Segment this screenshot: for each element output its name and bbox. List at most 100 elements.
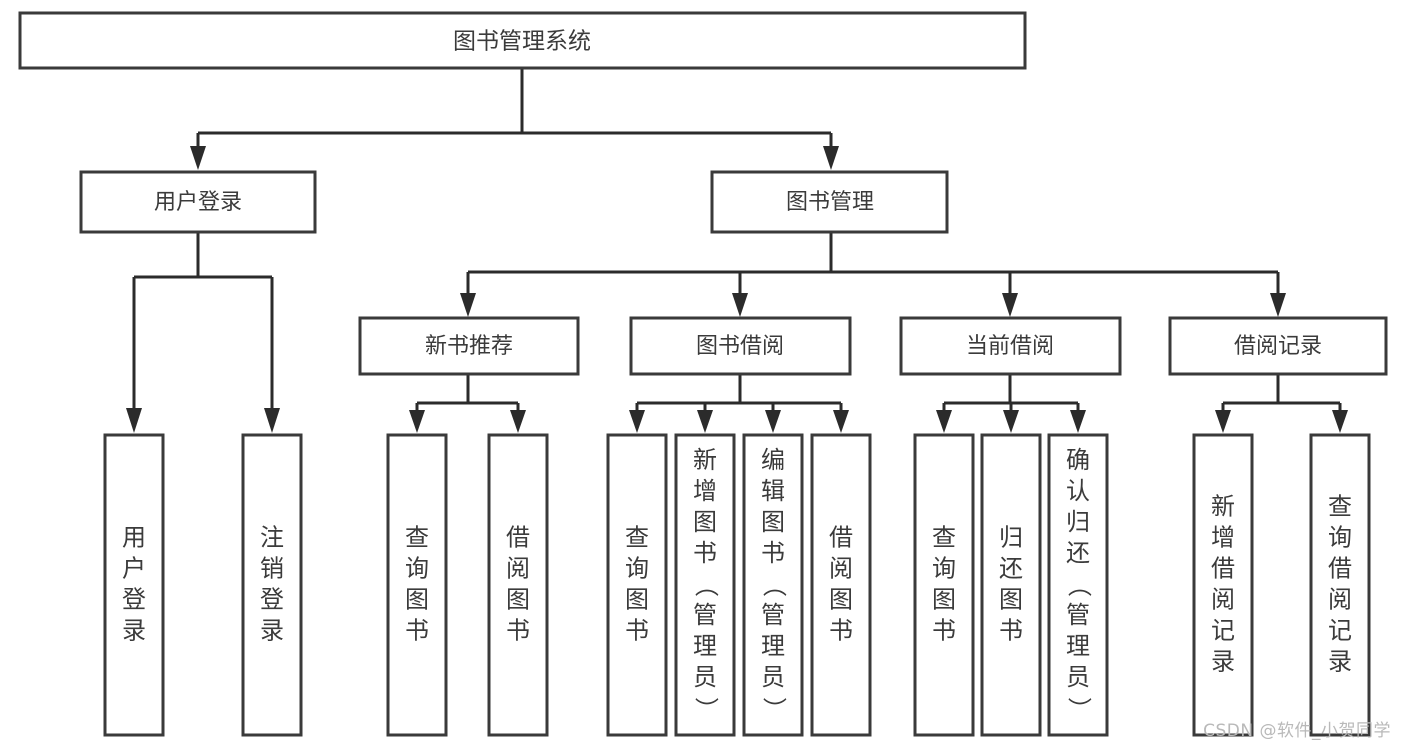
leaf-box[interactable]: [1047, 433, 1109, 737]
leaf-box[interactable]: [606, 433, 668, 737]
svg-text:图: 图: [693, 508, 717, 536]
svg-text:书: 书: [932, 617, 956, 645]
node-root[interactable]: 图书管理系统: [18, 11, 1027, 70]
node-new-book-recommend[interactable]: 新书推荐: [358, 316, 580, 376]
svg-text:新: 新: [693, 446, 717, 474]
svg-text:理: 理: [693, 632, 717, 660]
svg-text:增: 增: [693, 477, 717, 505]
leaf-box[interactable]: [810, 433, 872, 737]
svg-text:（: （: [760, 573, 788, 597]
node-root-label: 图书管理系统: [453, 29, 591, 55]
svg-text:借: 借: [829, 524, 853, 552]
svg-text:）: ）: [760, 697, 788, 721]
svg-text:阅: 阅: [506, 555, 530, 583]
svg-text:书: 书: [829, 617, 853, 645]
node-borrow-record-box[interactable]: [1168, 316, 1388, 376]
svg-text:管: 管: [1066, 601, 1090, 629]
leaf-box[interactable]: [487, 433, 549, 737]
arrow-cb-leaf1: [936, 410, 952, 433]
leaf-box[interactable]: [1192, 433, 1254, 737]
svg-text:编: 编: [761, 446, 785, 474]
arrow-user-login-leaf1: [126, 408, 142, 433]
svg-text:）: ）: [692, 697, 720, 721]
svg-text:（: （: [1065, 573, 1093, 597]
node-root-box[interactable]: [18, 11, 1027, 70]
svg-text:还: 还: [999, 555, 1023, 583]
svg-text:归: 归: [1066, 508, 1090, 536]
svg-text:认: 认: [1066, 477, 1090, 505]
node-book-manage-box[interactable]: [710, 170, 949, 234]
leaf-box[interactable]: [386, 433, 448, 737]
leaf-box[interactable]: [241, 433, 303, 737]
leaf-box[interactable]: [674, 433, 736, 737]
svg-text:查: 查: [625, 524, 649, 552]
node-book-borrow-box[interactable]: [629, 316, 852, 376]
arrow-bb-leaf3: [765, 410, 781, 433]
connectors-layer: [126, 68, 1348, 433]
leaf-box[interactable]: [913, 433, 975, 737]
node-borrow-record[interactable]: 借阅记录: [1168, 316, 1388, 376]
leaf-box[interactable]: [103, 433, 165, 737]
svg-text:记: 记: [1211, 617, 1235, 645]
svg-text:书: 书: [999, 617, 1023, 645]
svg-text:管: 管: [693, 601, 717, 629]
svg-text:查: 查: [932, 524, 956, 552]
node-book-borrow[interactable]: 图书借阅: [629, 316, 852, 376]
svg-text:）: ）: [1065, 697, 1093, 721]
node-current-borrow-box[interactable]: [899, 316, 1122, 376]
svg-text:还: 还: [1066, 539, 1090, 567]
svg-text:录: 录: [122, 617, 146, 645]
leaf-box[interactable]: [980, 433, 1042, 737]
svg-text:阅: 阅: [829, 555, 853, 583]
svg-text:询: 询: [1328, 524, 1352, 552]
svg-text:书: 书: [405, 617, 429, 645]
arrow-bb-leaf1: [629, 410, 645, 433]
svg-text:录: 录: [1328, 648, 1352, 676]
leaf-box[interactable]: [742, 433, 804, 737]
svg-text:书: 书: [761, 539, 785, 567]
svg-text:阅: 阅: [1211, 586, 1235, 614]
arrow-cb-leaf3: [1070, 410, 1086, 433]
svg-text:登: 登: [260, 586, 284, 614]
node-user-login-box[interactable]: [79, 170, 317, 234]
node-current-borrow[interactable]: 当前借阅: [899, 316, 1122, 376]
arrow-bm-to-new-book: [460, 293, 476, 317]
leaf-box[interactable]: [1309, 433, 1371, 737]
arrow-root-to-user-login: [190, 146, 206, 170]
svg-text:图: 图: [761, 508, 785, 536]
arrow-br-leaf2: [1332, 410, 1348, 433]
node-book-manage[interactable]: 图书管理: [710, 170, 949, 234]
node-user-login[interactable]: 用户登录: [79, 170, 317, 234]
node-book-borrow-label: 图书借阅: [696, 334, 784, 359]
svg-text:（: （: [692, 573, 720, 597]
arrow-bm-to-book-borrow: [732, 293, 748, 317]
svg-text:图: 图: [932, 586, 956, 614]
svg-text:查: 查: [1328, 493, 1352, 521]
svg-text:借: 借: [1328, 555, 1352, 583]
node-new-book-recommend-box[interactable]: [358, 316, 580, 376]
arrow-nb-leaf2: [510, 410, 526, 433]
svg-text:理: 理: [1066, 632, 1090, 660]
leaf-user-login-1[interactable]: 用户登录: [103, 433, 165, 737]
